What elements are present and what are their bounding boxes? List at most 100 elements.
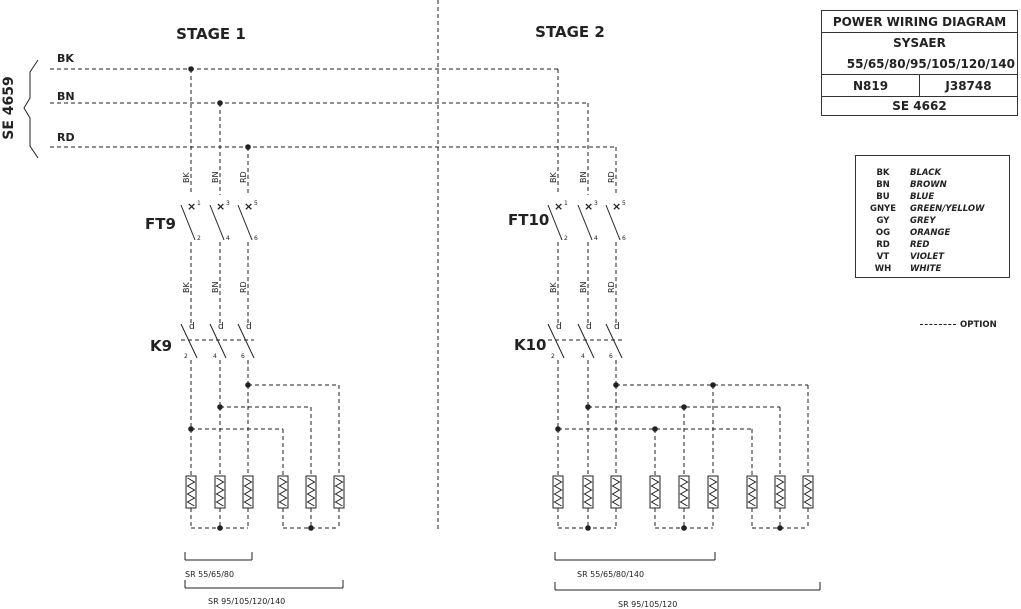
junction-dots [188,66,783,531]
contactor-pin: 6 [241,353,245,360]
fuse-pin-top: 5 [254,200,258,207]
heater-coil [215,477,225,507]
fuse-pin-top: 3 [594,200,598,207]
contactor-blade [180,323,198,359]
stage1-label: STAGE 1 [176,25,246,43]
heater-coil [803,477,813,507]
wire-tag: BK [549,172,558,183]
legend-code: BN [876,180,890,190]
legend-row: VT VIOLET [856,252,1009,264]
legend-name: BLACK [910,168,942,178]
code-left: N819 [852,78,889,93]
contactor-pin: 4 [213,353,217,360]
dashed-line-sample [920,324,956,325]
range-s2-small: SR 55/65/80/140 [577,570,644,579]
fuse-pin-bottom: 4 [226,235,230,242]
wire-tag: RD [239,171,248,183]
contactor-contact-mark: d [614,322,620,332]
junction-dot [777,525,783,531]
junction-dot [217,404,223,410]
wire-tag: BN [211,282,220,293]
legend-code: OG [875,228,891,238]
contactor-contact-mark: d [218,322,224,332]
fuse-switch-blade [547,204,563,241]
fuse-contact-mark: × [244,200,253,213]
fuse-switch-blade [605,204,621,241]
heater-element [242,475,254,509]
junction-dot [613,382,619,388]
wire-tag: RD [239,281,248,293]
range-s1-large: SR 95/105/120/140 [208,597,285,606]
legend-code: VT [876,252,890,262]
junction-dot [188,66,194,72]
contactor-pin: 2 [184,353,188,360]
contactor-contact-mark: d [189,322,195,332]
legend-name: WHITE [910,264,942,274]
heater-element [333,475,345,509]
heater-element [774,475,786,509]
wire-tag: BK [549,282,558,293]
junction-dot [217,525,223,531]
junction-dot [245,382,251,388]
line-bn-label: BN [57,90,75,103]
fuse-pin-bottom: 4 [594,235,598,242]
heater-element [649,475,661,509]
heater-element [610,475,622,509]
fuse-pin-bottom: 2 [197,235,201,242]
fuse-switch-blade [577,204,593,241]
heater-element [678,475,690,509]
legend-code: BU [876,192,890,202]
fuse-pin-bottom: 6 [254,235,258,242]
legend-name: RED [910,240,930,250]
heater-coil [306,477,316,507]
stage2-label: STAGE 2 [535,23,605,41]
contactor-pin: 6 [609,353,613,360]
range-s1-small: SR 55/65/80 [185,570,234,579]
contactor-blade [577,323,595,359]
line-rd-label: RD [57,131,75,144]
fuse-ft10-label: FT10 [508,211,549,229]
product-name: SYSAER [893,36,946,50]
legend-row: WH WHITE [856,264,1009,276]
contactor-blade [547,323,565,359]
contactor-pin: 4 [581,353,585,360]
heater-coil [186,477,196,507]
heater-coil [775,477,785,507]
fuse-pin-top: 3 [226,200,230,207]
legend-code: WH [874,264,892,274]
fuse-pin-top: 5 [622,200,626,207]
fuse-contact-mark: × [554,200,563,213]
fuse-contact-mark: × [612,200,621,213]
wire-tag: BK [182,172,191,183]
junction-dot [681,404,687,410]
fuse-ft9-label: FT9 [145,215,176,233]
junction-dot [308,525,314,531]
junction-dot [710,382,716,388]
legend-name: ORANGE [910,228,951,238]
legend-row: OG ORANGE [856,228,1009,240]
title-block: POWER WIRING DIAGRAM SYSAER 55/65/80/95/… [821,10,1018,116]
line-bk-label: BK [57,52,74,65]
legend-name: VIOLET [910,252,944,262]
legend-code: GNYE [869,204,897,214]
heater-element [802,475,814,509]
junction-dot [681,525,687,531]
wire-tag: RD [607,171,616,183]
wire-tag: BN [211,172,220,183]
labels: BK×12BKd2BN×34BNd4RD×56RDd6BK×12BKd2BN×3… [182,171,626,360]
heater-element [552,475,564,509]
option-key: OPTION [920,320,997,330]
heater-element [582,475,594,509]
heater-coil [708,477,718,507]
option-label: OPTION [960,320,997,330]
legend-name: GREY [910,216,936,226]
wire-tag: BN [579,172,588,183]
fuse-contact-mark: × [216,200,225,213]
fuse-pin-top: 1 [564,200,568,207]
